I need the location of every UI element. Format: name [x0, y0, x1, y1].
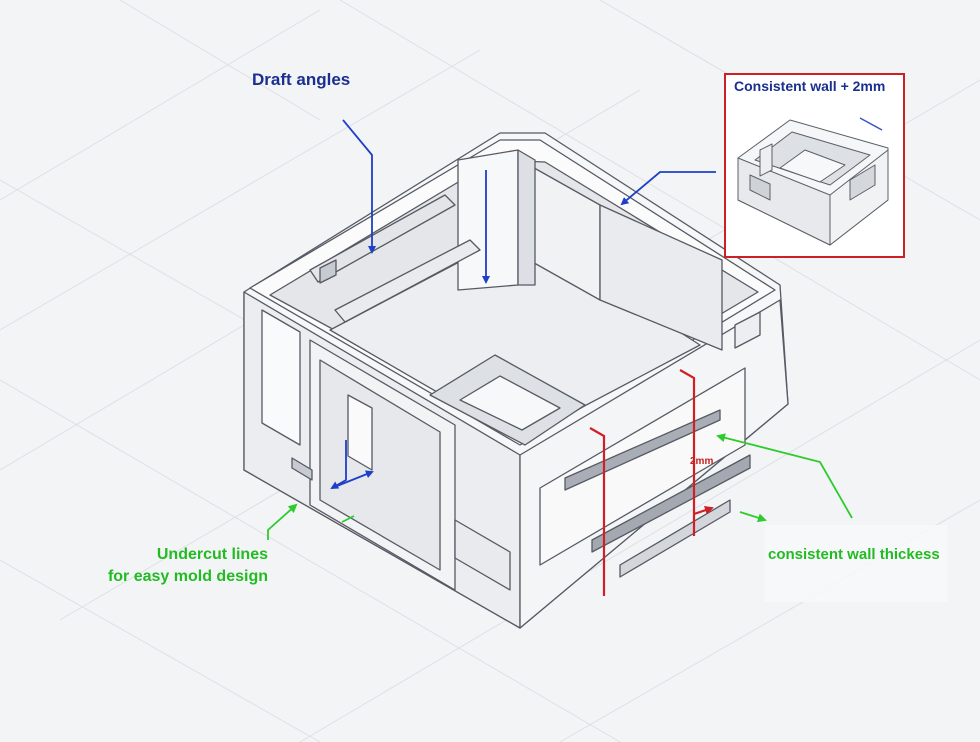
label-undercut-lines: Undercut lines for easy mold design: [100, 544, 268, 588]
label-inset-title: Consistent wall + 2mm: [734, 78, 886, 94]
inner-back-panel: [599, 204, 723, 351]
label-undercut-line1: Undercut lines: [156, 546, 268, 563]
mold-box-model: [243, 132, 789, 629]
label-undercut-line2: for easy mold design: [107, 568, 268, 585]
thickness-line-left: [589, 427, 606, 596]
wall-arrows: [267, 433, 853, 540]
undercut-arrow: [267, 503, 298, 540]
label-dimension-2mm: 2mm: [690, 456, 714, 467]
thickness-line-right: [679, 369, 696, 536]
wall-arrow-upper: [716, 433, 853, 519]
wall-slot-lower: [591, 454, 751, 553]
label-draft-angles: Draft angles: [252, 70, 351, 89]
thickness-markers: [589, 369, 714, 596]
label-consistent-wall: consistent wall thickess: [768, 546, 940, 563]
wall-arrow-lower: [739, 511, 767, 523]
thickness-dimension-arrow: [693, 505, 714, 516]
draft-angle-arrows: [330, 119, 716, 489]
draft-arrow-1: [342, 119, 376, 254]
corner-pillar: [457, 149, 519, 291]
inset-panel: [724, 73, 905, 258]
inset-pointer: [620, 171, 716, 206]
